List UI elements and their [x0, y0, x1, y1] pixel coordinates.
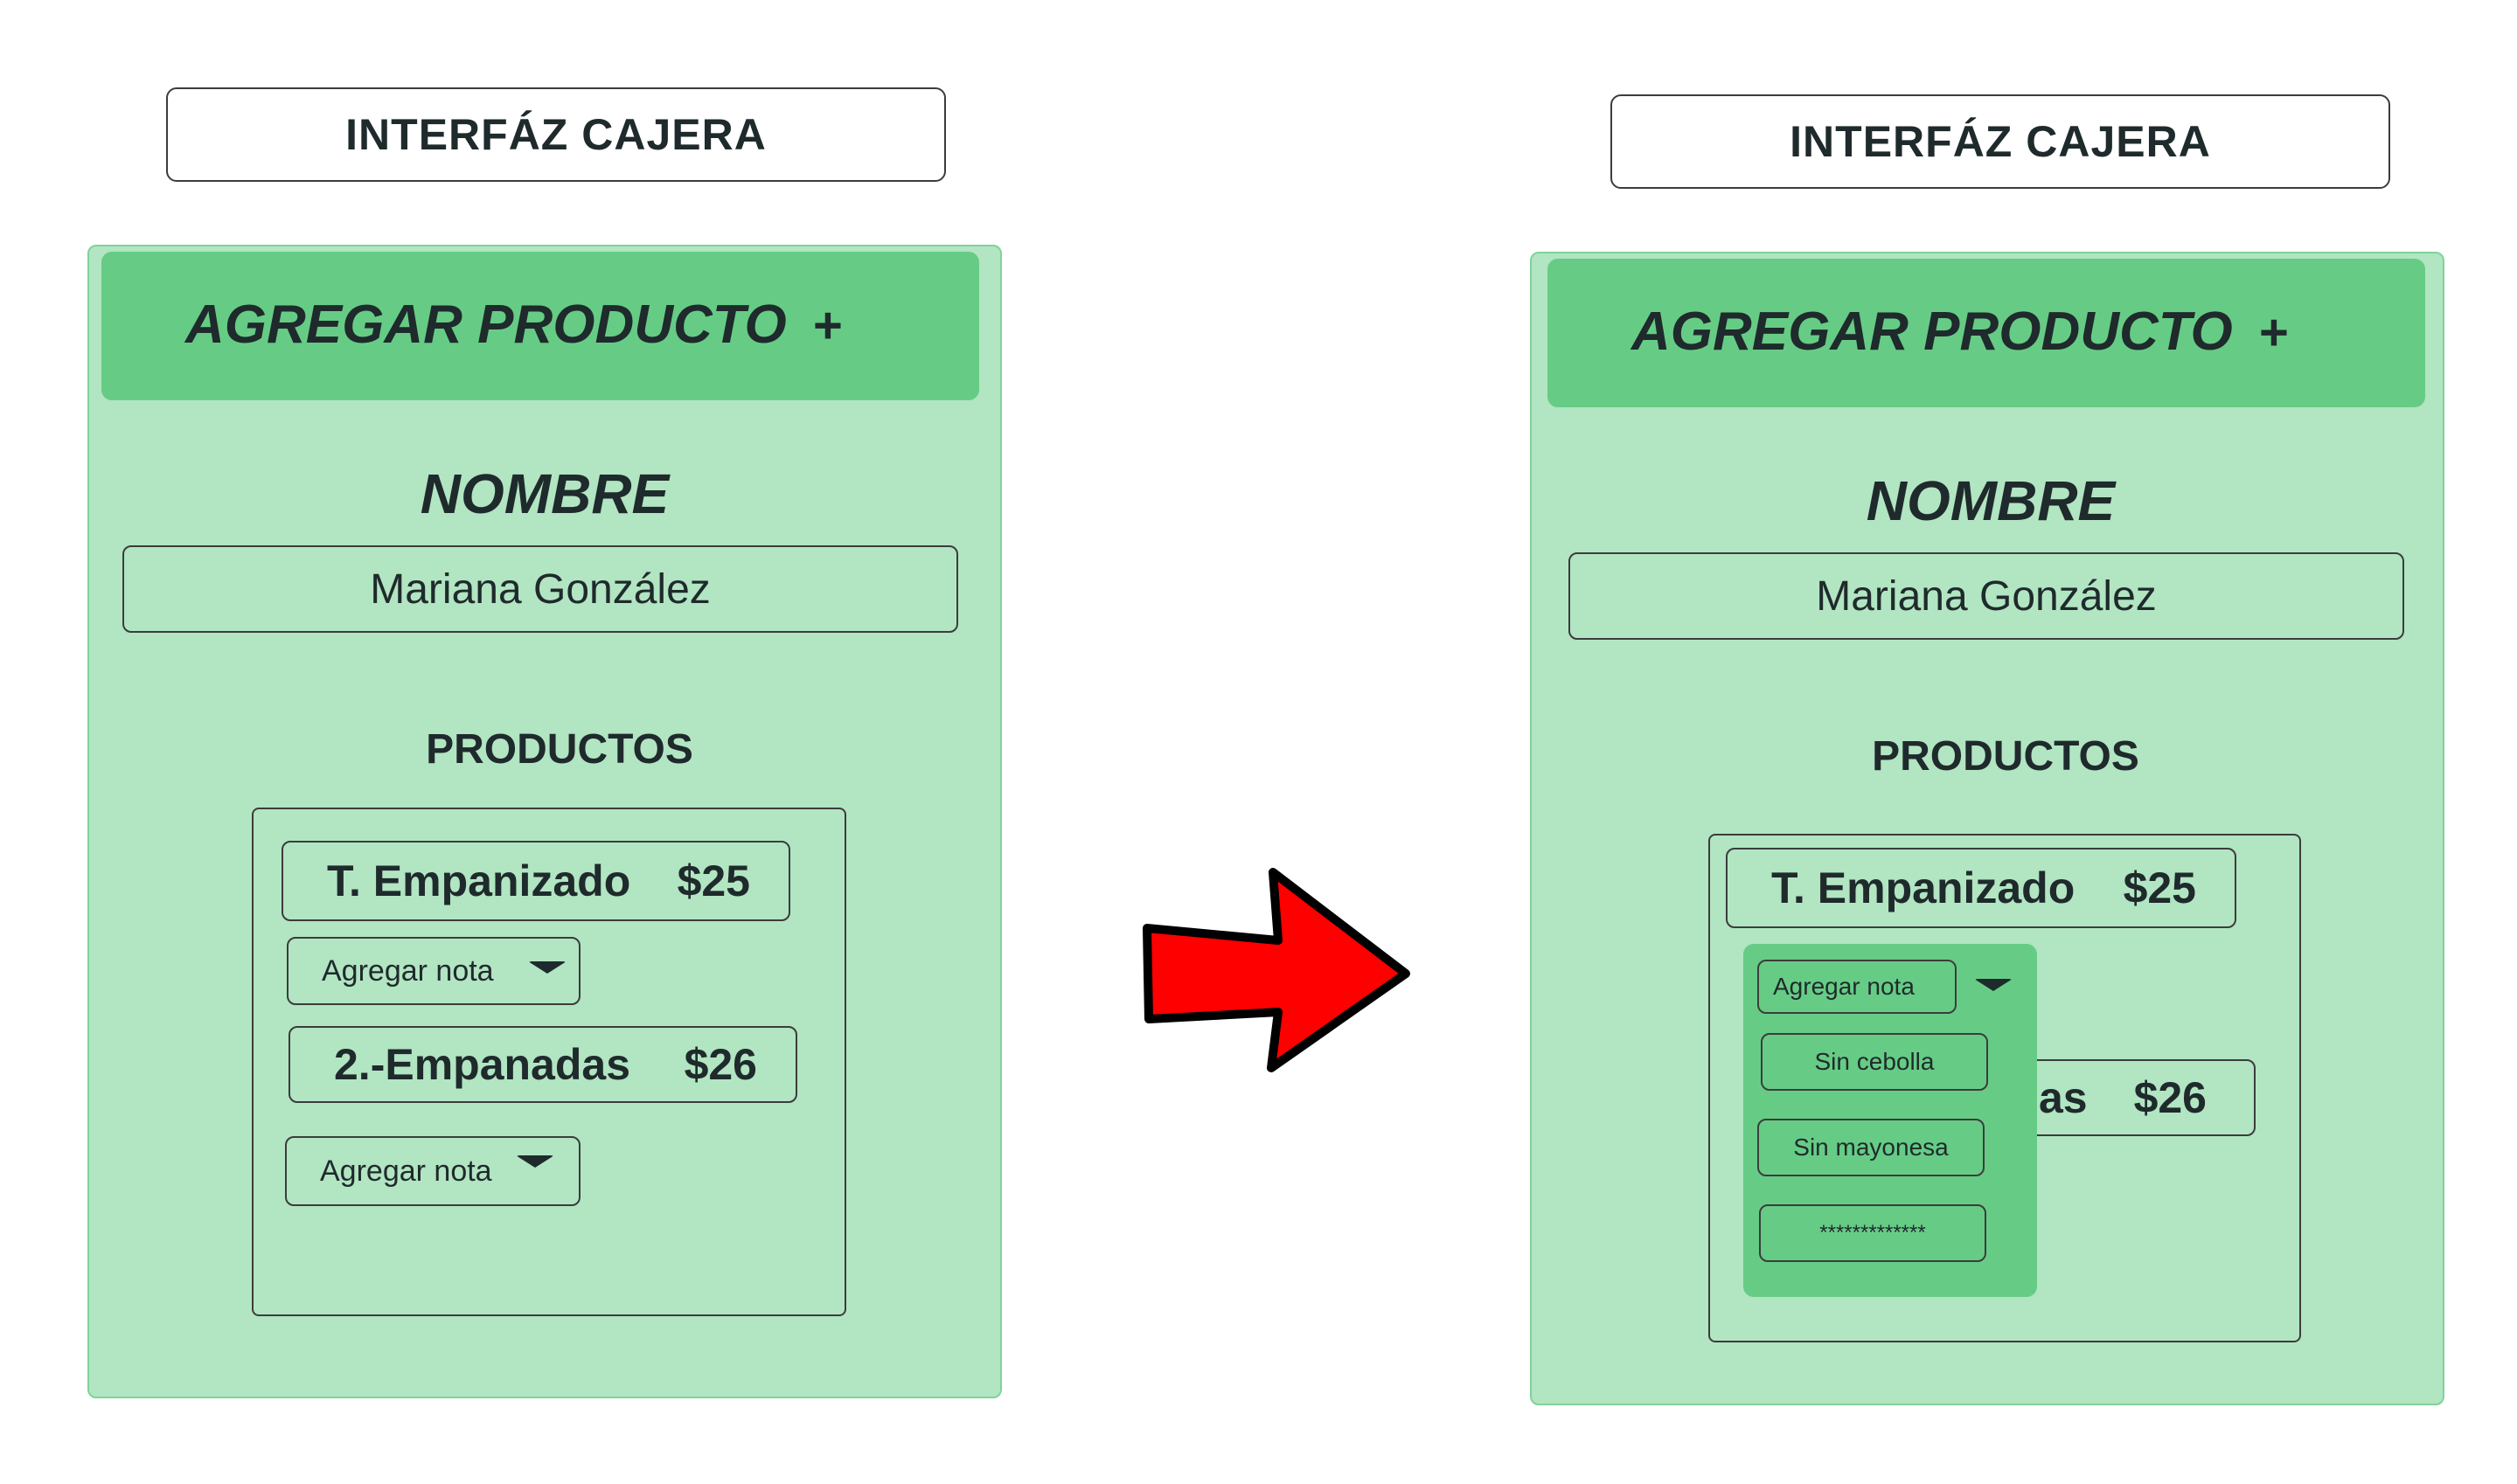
right-title: INTERFÁZ CAJERA: [1790, 117, 2211, 166]
arrow-shape: [1143, 868, 1410, 1072]
right-plus-icon: +: [2259, 304, 2289, 361]
right-name-value: Mariana González: [1816, 572, 2157, 620]
transition-arrow-icon: [1143, 868, 1410, 1072]
left-chevron-down-icon-2[interactable]: [516, 1155, 554, 1168]
right-products-label: PRODUCTOS: [1872, 733, 2139, 780]
right-products-container: [1708, 834, 2301, 1342]
dropdown-option-sin-mayonesa[interactable]: Sin mayonesa: [1757, 1119, 1985, 1176]
dropdown-option-custom[interactable]: *************: [1759, 1204, 1986, 1262]
right-add-note-dropdown[interactable]: Agregar nota: [1757, 960, 1957, 1014]
left-product-2-name: 2.-Empanadas: [334, 1040, 631, 1089]
left-products-container: [252, 808, 846, 1316]
right-add-product-label: AGREGAR PRODUCTO: [1631, 302, 2233, 362]
left-product-1-name: T. Empanizado: [327, 856, 631, 905]
left-add-product-button[interactable]: [101, 252, 979, 400]
left-product-2-price: $26: [684, 1040, 757, 1089]
left-product-row-2[interactable]: 2.-Empanadas $26: [289, 1026, 797, 1103]
right-chevron-down-icon[interactable]: [1974, 979, 2013, 991]
right-product-1-price: $25: [2123, 863, 2196, 912]
dropdown-option-2-label: Sin mayonesa: [1793, 1134, 1949, 1161]
left-products-label: PRODUCTOS: [426, 726, 693, 773]
left-add-note-dropdown-2[interactable]: Agregar nota: [285, 1136, 581, 1206]
right-add-note-label: Agregar nota: [1773, 973, 1915, 1000]
left-name-field[interactable]: Mariana González: [122, 545, 958, 633]
right-product-row-1[interactable]: T. Empanizado $25: [1726, 848, 2236, 928]
right-product-2-name-partial: as: [2039, 1073, 2088, 1122]
left-add-note-2-label: Agregar nota: [320, 1154, 492, 1188]
left-panel: [87, 245, 1002, 1398]
left-title-box: INTERFÁZ CAJERA: [166, 87, 946, 182]
dropdown-option-1-label: Sin cebolla: [1814, 1048, 1935, 1075]
left-add-note-dropdown-1[interactable]: Agregar nota: [287, 937, 581, 1005]
left-name-label: NOMBRE: [420, 462, 670, 525]
right-product-2-price: $26: [2133, 1073, 2207, 1122]
left-add-note-1-label: Agregar nota: [322, 954, 494, 988]
left-product-row-1[interactable]: T. Empanizado $25: [282, 841, 790, 921]
right-name-label: NOMBRE: [1866, 469, 2116, 532]
left-title: INTERFÁZ CAJERA: [345, 110, 767, 159]
right-name-field[interactable]: Mariana González: [1568, 552, 2404, 640]
left-plus-icon: +: [813, 297, 843, 354]
dropdown-option-3-label: *************: [1819, 1221, 1926, 1245]
dropdown-option-sin-cebolla[interactable]: Sin cebolla: [1761, 1033, 1988, 1091]
right-product-1-name: T. Empanizado: [1771, 863, 2075, 912]
right-product-row-2[interactable]: as $26: [2002, 1059, 2256, 1136]
left-product-1-price: $25: [677, 856, 750, 905]
left-chevron-down-icon-1[interactable]: [528, 961, 567, 974]
right-title-box: INTERFÁZ CAJERA: [1610, 94, 2390, 189]
left-add-product-label: AGREGAR PRODUCTO: [185, 295, 787, 355]
right-add-product-button[interactable]: [1547, 259, 2425, 407]
left-name-value: Mariana González: [370, 565, 711, 613]
